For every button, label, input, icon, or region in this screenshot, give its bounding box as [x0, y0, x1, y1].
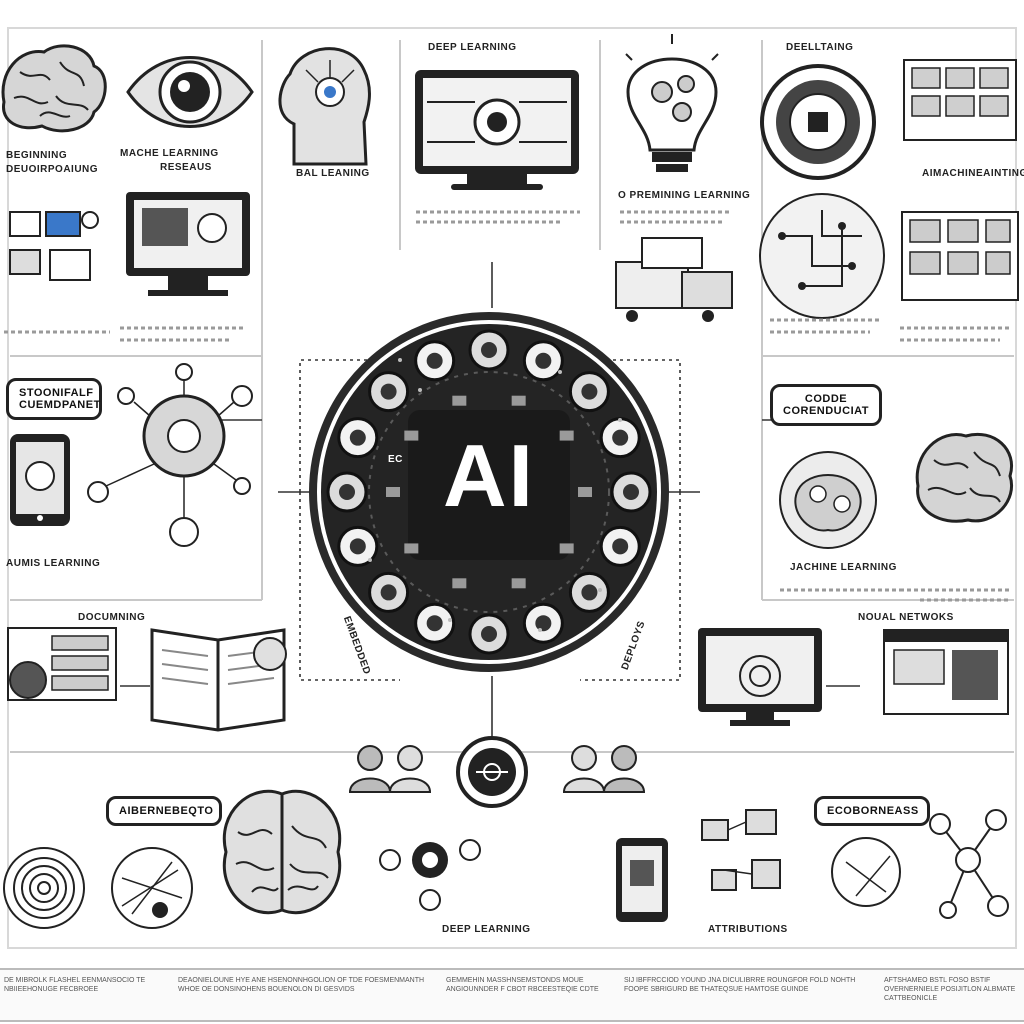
ai-core-circle	[309, 312, 669, 672]
document-grid-icon	[903, 59, 1017, 141]
ring-icon-core	[623, 484, 639, 500]
ring-icon-core	[349, 538, 366, 555]
ring-icon-core	[612, 538, 629, 555]
ring-icons	[326, 329, 652, 655]
footer-text-1: DE MIBROLK FLASHEL EENMANSOCIO TE NBIIEE…	[4, 977, 146, 993]
pill-bottom-left: AIBERNEBEQTO	[106, 796, 222, 826]
label-bal-leaning: BAL LEANING	[296, 168, 370, 179]
ring-icon-core	[380, 584, 397, 601]
label-jachinee: JACHINE LEARNING	[790, 562, 897, 573]
ring-icon-core	[481, 626, 497, 642]
footer-text-4: SIJ IBFFRCCIOD YOUND JNA DICULIBRRE ROUN…	[624, 977, 856, 993]
laptop-icon	[126, 192, 250, 296]
monitor-icon	[415, 70, 579, 190]
circuit-sphere-icon	[759, 193, 885, 319]
brain-icon	[1, 44, 107, 133]
ring-chip	[452, 395, 467, 406]
lightbulb-icon	[625, 34, 719, 172]
dashboard-grid-icon	[901, 211, 1019, 301]
ai-center-label: AI	[443, 426, 535, 525]
outer-frame	[7, 27, 1017, 949]
monitor-right-icon	[698, 628, 822, 726]
workstation-cluster-icon	[9, 211, 99, 281]
open-book-icon	[150, 628, 287, 732]
label-machine-learning: MACHE LEARNING	[120, 148, 219, 159]
ring-chip	[511, 578, 526, 589]
eye-icon	[126, 56, 254, 128]
ring-chip	[559, 543, 574, 554]
footer-bar	[0, 968, 1024, 1022]
ring-chip	[578, 487, 592, 497]
pill-right: CODDE CORENDUCIAT	[770, 384, 882, 426]
boxes-icon	[615, 237, 733, 322]
ring-chip	[511, 395, 526, 406]
globe-net-icon	[831, 837, 901, 907]
ring-icon-core	[339, 484, 355, 500]
ring-icon-core	[535, 352, 552, 369]
ring-icon-core	[612, 429, 629, 446]
molecule-icon	[929, 809, 1009, 919]
brain-large-icon	[222, 789, 342, 915]
node-chart-icon	[701, 809, 781, 891]
ring-chip	[404, 543, 419, 554]
center-bottom-node	[456, 736, 528, 808]
ring-icon-core	[349, 429, 366, 446]
browser-window-icon	[883, 629, 1009, 715]
person-pair-icon	[562, 745, 646, 793]
ring-icon-core	[426, 615, 443, 632]
label-bottom-left-learning: AUMIS LEARNING	[6, 558, 101, 569]
pill-bottom-right: ECOBORNEASS	[814, 796, 930, 826]
sphere-network-icon	[111, 847, 193, 929]
label-deep-learning-top: DEEP LEARNING	[428, 42, 517, 53]
label-beginning: BEGINNING	[6, 150, 68, 161]
footer-text-5: AFTSHAMEO BSTL FOSO BSTIF OVERNERNIELE P…	[884, 977, 1016, 1002]
footer-text-3: GEMMEHIN MASSHNSEMSTONDS MOUE ANGIOUNNDE…	[446, 977, 599, 993]
smartphone-icon	[10, 434, 70, 526]
brain-network-icon	[779, 451, 877, 549]
label-o-premining: O PREMINING LEARNING	[618, 190, 751, 201]
label-deep-learning-topright: DEELLTAING	[786, 42, 854, 53]
network-hub-icon	[87, 363, 253, 547]
person-icon	[348, 745, 432, 793]
ring-icon-core	[535, 615, 552, 632]
ring-icon-core	[581, 383, 598, 400]
ring-chip	[386, 487, 400, 497]
label-neural-networks: NOUAL NETWOKS	[858, 612, 954, 623]
ring-chip	[559, 430, 574, 441]
fingerprint-icon	[3, 847, 85, 929]
label-docuaning: DOCUMNING	[78, 612, 146, 623]
ring-chip	[404, 430, 419, 441]
gear-cluster-icon	[379, 839, 481, 911]
disc-icon	[760, 64, 876, 180]
label-deep-learning-bottom: DEEP LEARNING	[442, 924, 531, 935]
label-ai-machine: AIMACHINEAINTING	[922, 168, 1024, 179]
footer-text-2: DEAONIELOUNE HYE ANE HSENONNHGOLION OF T…	[178, 977, 425, 993]
brain-icon-right	[915, 432, 1013, 523]
ring-icon-core	[380, 383, 397, 400]
ring-chip	[452, 578, 467, 589]
ring-tag-ec: EC	[388, 454, 403, 465]
decorative-text-rows	[4, 210, 1010, 602]
head-profile-icon	[278, 47, 371, 166]
label-beginning-sub: DEUOIRPOAIUNG	[6, 164, 99, 175]
label-attributions: ATTRIBUTIONS	[708, 924, 788, 935]
analytics-panel-icon	[7, 627, 117, 701]
ring-icon-core	[581, 584, 598, 601]
ring-icon-core	[481, 342, 497, 358]
tablet-icon	[616, 838, 668, 922]
ring-icon-core	[426, 352, 443, 369]
label-machine-learning-sub: RESEAUS	[160, 162, 212, 173]
pill-left: STOONIFALF CUEMDPANET	[6, 378, 102, 420]
